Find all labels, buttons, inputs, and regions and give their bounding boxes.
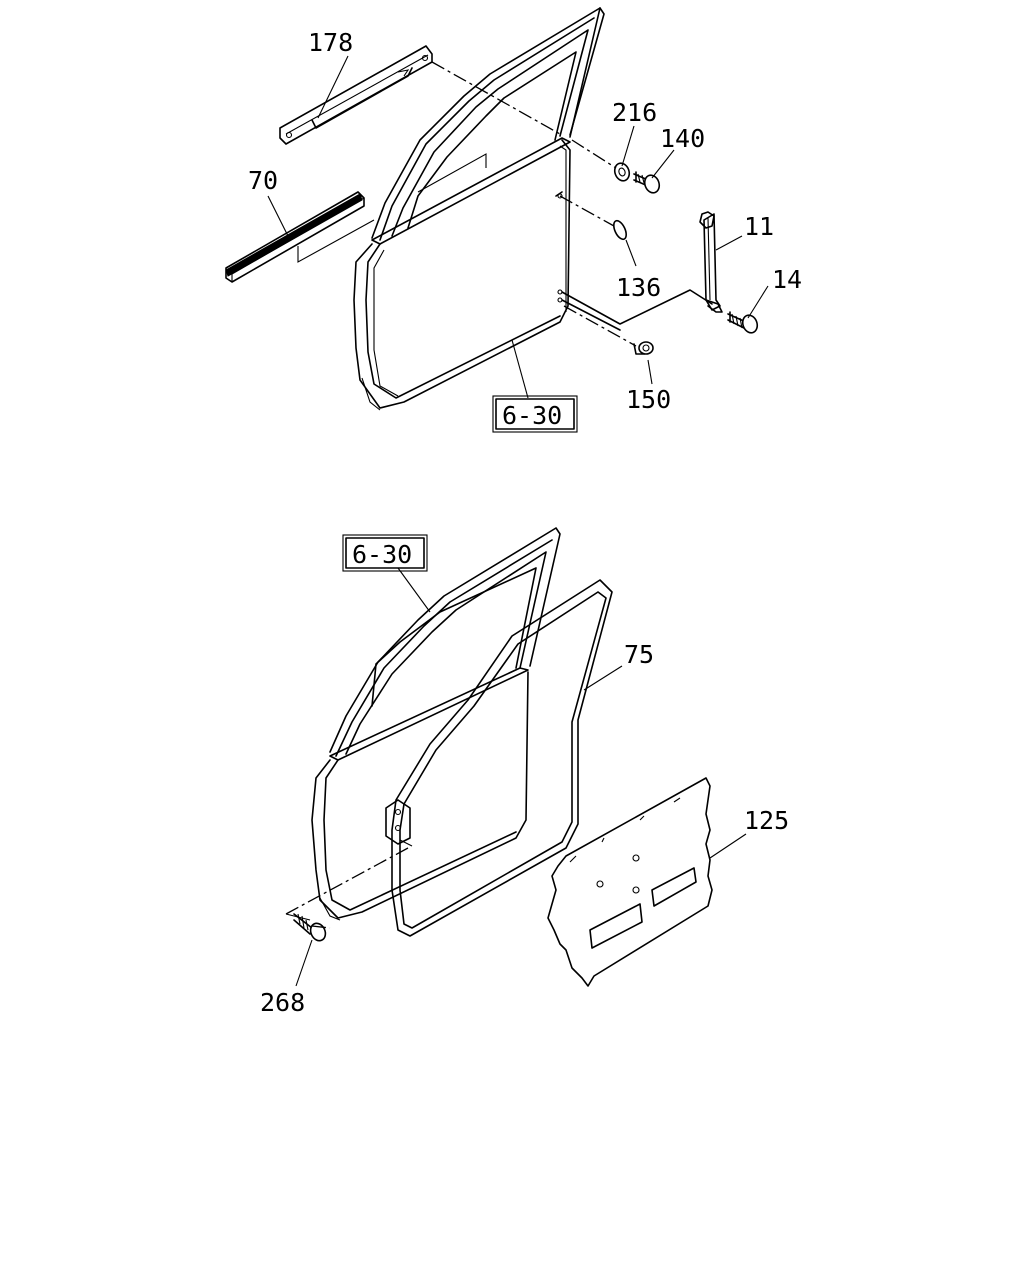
assembly-lines-bottom [285,839,413,929]
part-125-panel [547,777,713,987]
callout-140: 140 [660,124,705,153]
callout-178: 178 [308,28,353,57]
part-14-bolt [727,311,759,334]
callout-75: 75 [624,640,654,669]
leader-lines-top [267,55,769,399]
part-75-seal [385,579,613,937]
callout-11: 11 [744,212,774,241]
ref-label-bottom: 6-30 [352,540,412,569]
assembly-lines-top [431,61,713,347]
ref-box-bottom [342,534,428,572]
part-140-bolt [633,171,661,194]
door-shell-top [353,7,605,411]
leader-lines-bottom [295,567,747,987]
part-150-grommet [633,341,654,355]
callout-136: 136 [616,273,661,302]
part-136-plug [613,219,627,241]
ref-label-top: 6-30 [502,401,562,430]
part-216-washer [613,162,631,182]
callout-150: 150 [626,385,671,414]
part-268-screw [293,913,327,942]
callout-268: 268 [260,988,305,1017]
callout-216: 216 [612,98,657,127]
part-178-molding [279,45,433,145]
callout-14: 14 [772,265,802,294]
part-70-weatherstrip [225,191,375,283]
callout-125: 125 [744,806,789,835]
door-shell-bottom [311,527,561,921]
part-11-door-check [699,211,723,313]
ref-box-top [492,395,578,433]
callout-70: 70 [248,166,278,195]
